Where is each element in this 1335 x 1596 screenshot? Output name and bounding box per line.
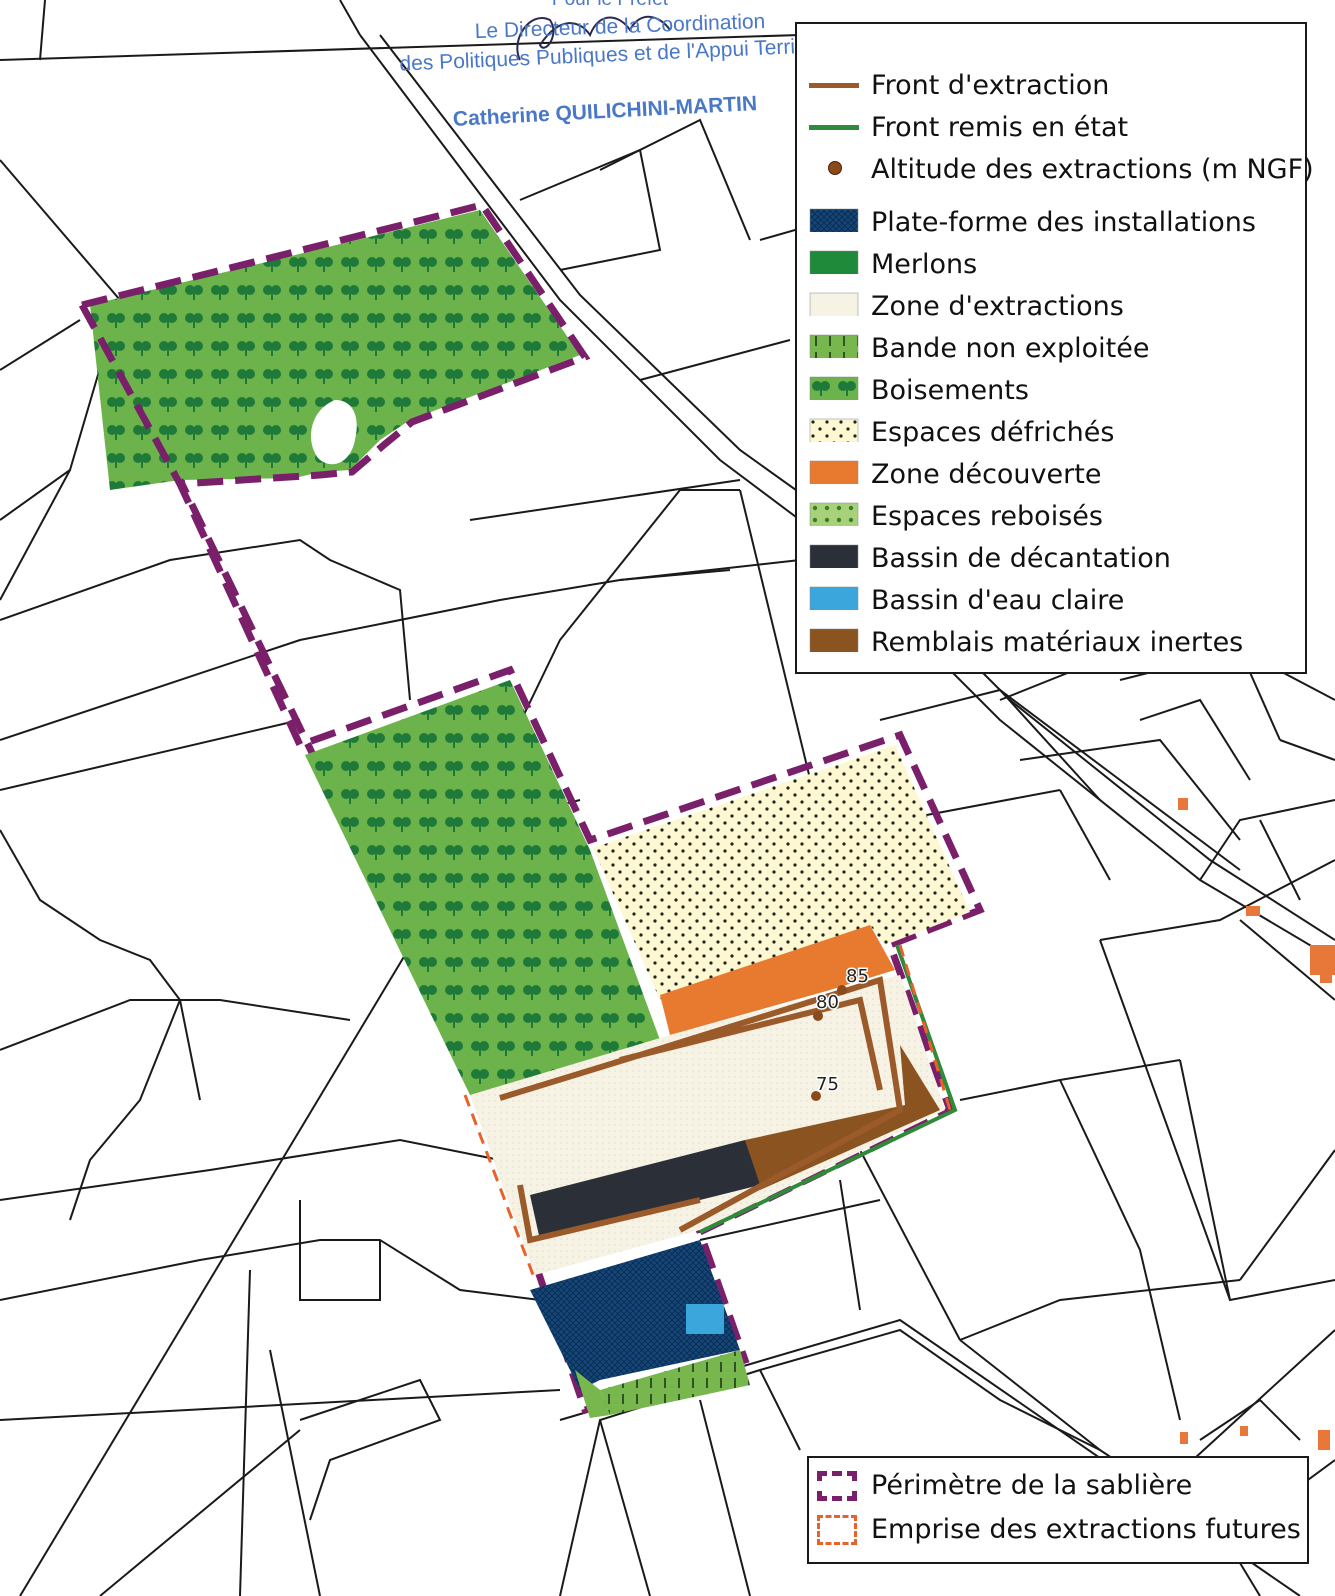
legend-label: Plate-forme des installations [871,206,1256,238]
boisements-south [305,680,660,1095]
legend-label: Espaces reboisés [871,500,1103,532]
legend-label: Espaces défrichés [871,416,1115,448]
legend-label: Merlons [871,248,978,280]
legend-swatch-icon [809,376,859,400]
legend-label: Front d'extraction [871,69,1110,101]
plate-forme [530,1240,740,1390]
legend-swatch-icon [809,418,859,442]
legend-label: Bassin de décantation [871,542,1171,574]
legend-main: Front d'extraction Front remis en état A… [795,22,1314,674]
altitude-label-75: 75 [816,1074,839,1095]
legend-label: Emprise des extractions futures [871,1514,1301,1545]
legend-perimeter: Périmètre de la sablière Emprise des ext… [807,1456,1309,1564]
legend-swatch-icon [809,502,859,526]
front-remis-en-etat [699,944,958,1234]
perimeter-north [81,201,985,1415]
legend-swatch-icon [809,334,859,358]
front-remis-line-icon [809,125,859,130]
merlons-south [575,1370,610,1418]
legend-swatch-icon [809,544,859,568]
legend-label: Zone d'extractions [871,290,1124,322]
north-block [78,201,985,1415]
remblais [745,1045,940,1190]
legend-label: Bande non exploitée [871,332,1150,364]
legend-swatch-icon [809,208,859,232]
legend-label: Zone découverte [871,458,1102,490]
legend-swatch-icon [809,586,859,610]
legend-swatch-icon [809,250,859,274]
zone-decouverte [660,925,895,1035]
legend-swatch-icon [809,460,859,484]
perimetre-box-icon [817,1471,857,1501]
espaces-defriches [593,745,970,1000]
front-extraction-line-icon [809,83,859,88]
legend-label: Front remis en état [871,111,1129,143]
altitude-point-80 [813,1011,823,1021]
legend-label: Altitude des extractions (m NGF) [871,153,1314,185]
legend-swatch-icon [809,628,859,652]
emprise-box-icon [817,1515,857,1545]
legend-label: Périmètre de la sablière [871,1470,1193,1501]
legend-label: Remblais matériaux inertes [871,626,1244,658]
altitude-label-85: 85 [846,966,869,987]
buildings [1178,798,1335,1450]
altitude-label-80: 80 [816,992,839,1013]
perimeter-north-outer [78,303,184,486]
signature [516,15,671,61]
boisements-north [90,210,580,490]
altitude-point-85 [837,985,847,995]
bande-non-exploitee [600,1350,750,1415]
altitude-dot-icon [828,161,842,175]
emprise-extractions [463,944,952,1281]
south-block [305,680,970,1418]
altitude-point-75 [811,1091,821,1101]
bassin-eau-claire [686,1304,724,1334]
legend-label: Bassin d'eau claire [871,584,1125,616]
altitude-points: 85 80 75 [811,965,870,1101]
legend-label: Boisements [871,374,1029,406]
front-extraction [499,976,904,1244]
legend-swatch-icon [809,292,859,316]
clearing [311,400,357,465]
bassin-decantation [530,1140,760,1240]
stamp-line-0: Pour le Préfet [500,0,720,12]
